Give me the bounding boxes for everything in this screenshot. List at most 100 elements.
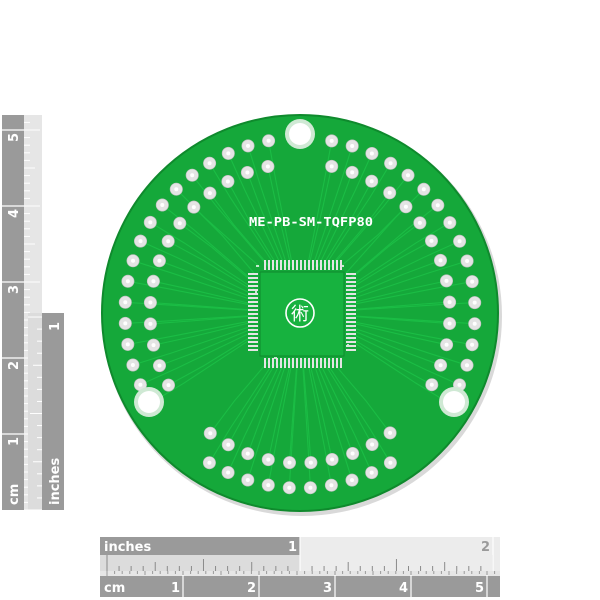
pad-hole — [125, 342, 130, 347]
trace — [267, 358, 292, 460]
copper-traces — [125, 140, 475, 488]
pad-hole — [226, 151, 231, 156]
trace — [150, 301, 255, 311]
smd-pin — [264, 260, 266, 270]
smd-pin — [328, 260, 330, 270]
trace — [227, 358, 283, 473]
smd-pin — [248, 321, 258, 323]
trace — [209, 162, 277, 268]
smd-pin — [346, 293, 356, 295]
trace — [345, 327, 441, 366]
trace — [345, 336, 450, 405]
smd-pin — [248, 317, 258, 319]
trace — [150, 315, 255, 325]
trace — [345, 324, 468, 366]
horizontal-cm-unit-label: cm — [104, 581, 125, 596]
trace — [267, 358, 294, 486]
pad-hole — [191, 205, 196, 210]
trace — [132, 260, 255, 302]
smd-pin — [346, 329, 356, 331]
trace — [267, 166, 292, 268]
horizontal-cm-tick-label: 5 — [475, 581, 484, 596]
pad-hole — [131, 258, 135, 263]
pad-hole — [388, 430, 393, 435]
pad-hole — [266, 457, 271, 462]
pad-hole — [148, 220, 153, 225]
pad-hole — [160, 203, 165, 207]
trace — [330, 174, 409, 268]
pad-hole — [457, 239, 462, 244]
trace — [308, 166, 333, 268]
smd-pin — [346, 305, 356, 307]
pad-hole — [245, 451, 250, 456]
pad-hole — [330, 457, 335, 462]
trace — [193, 206, 255, 274]
trace — [227, 181, 279, 268]
horizontal-inches-tick-label: 2 — [481, 540, 490, 555]
smd-pin — [292, 260, 294, 270]
trace — [208, 358, 277, 463]
pad-hole — [123, 300, 128, 305]
smd-pin — [346, 301, 356, 303]
smd-pin — [300, 260, 302, 270]
trace — [268, 140, 294, 268]
trace — [179, 222, 255, 284]
pad-hole — [350, 170, 355, 175]
pad-hole — [308, 485, 313, 490]
smd-pin — [248, 313, 258, 315]
pad-hole — [226, 470, 231, 475]
pad-hole — [207, 460, 212, 465]
trace — [345, 280, 447, 305]
smd-pin — [324, 260, 326, 270]
pad-hole — [177, 221, 182, 226]
smd-pin — [328, 358, 330, 368]
trace — [140, 240, 255, 296]
smd-pin — [300, 358, 302, 368]
trace — [345, 240, 432, 292]
pad-hole — [308, 460, 313, 465]
pad-hole — [148, 300, 153, 305]
vertical-cm-tick-label: 1 — [7, 437, 22, 446]
pad-hole — [472, 321, 477, 326]
trace — [345, 204, 439, 283]
pad-hole — [245, 478, 250, 482]
trace — [323, 358, 391, 464]
chip-footprint: 術 — [248, 260, 356, 368]
pad-hole — [470, 279, 475, 284]
smd-pin — [248, 349, 258, 351]
pad-hole — [226, 442, 231, 447]
trace — [345, 240, 460, 296]
pad-hole — [369, 151, 374, 156]
smd-pin — [304, 260, 306, 270]
pad-hole — [125, 279, 130, 284]
pad-hole — [166, 239, 171, 244]
smd-pin — [346, 341, 356, 343]
pad-hole — [388, 460, 393, 465]
trace — [345, 222, 421, 284]
trace — [345, 301, 450, 311]
smd-pin — [248, 337, 258, 339]
smd-pin — [248, 285, 258, 287]
smd-pin — [296, 260, 298, 270]
smd-pin — [248, 289, 258, 291]
pad-hole — [123, 321, 128, 326]
trace — [168, 334, 255, 386]
smd-pin — [346, 297, 356, 299]
pad-hole — [245, 170, 250, 175]
pad-hole — [138, 239, 143, 244]
smd-pin — [268, 260, 270, 270]
trace — [132, 324, 255, 366]
pad-hole — [130, 363, 135, 367]
smd-pin — [272, 358, 274, 368]
pad-hole — [447, 220, 452, 225]
vertical-cm-tick-label: 3 — [7, 285, 22, 294]
trace — [302, 358, 312, 463]
smd-pin — [346, 337, 356, 339]
smd-pin — [332, 260, 334, 270]
pad-hole — [370, 442, 375, 447]
smd-pin — [336, 260, 338, 270]
smd-pin — [284, 358, 286, 368]
vertical-cm-unit-label: cm — [7, 484, 22, 505]
